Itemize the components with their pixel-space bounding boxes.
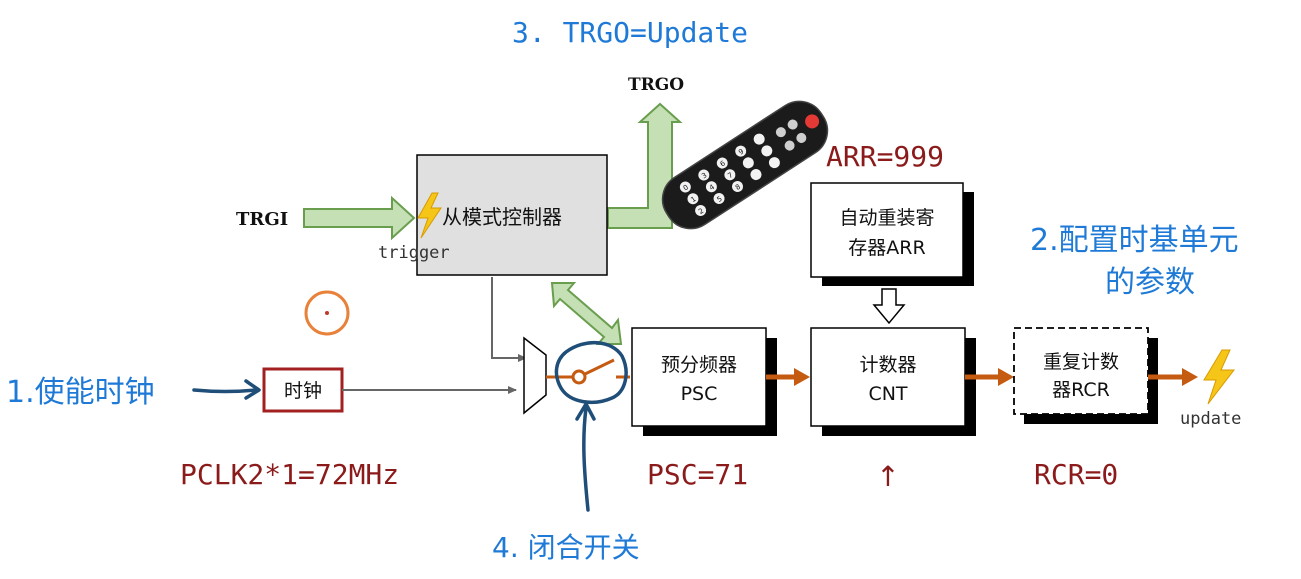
remote-button-icon bbox=[698, 169, 710, 181]
arr-box-line1: 自动重装寄 bbox=[839, 207, 934, 229]
remote-button-icon bbox=[713, 193, 725, 205]
remote-nav-button-icon bbox=[787, 119, 798, 130]
remote-nav-button-icon bbox=[784, 140, 795, 151]
lightning-icon bbox=[417, 192, 442, 239]
step4-ink-arrow bbox=[582, 406, 590, 512]
trigger-label: trigger bbox=[378, 243, 450, 263]
remote-button-icon bbox=[716, 157, 728, 169]
remote-button-label: 9 bbox=[737, 147, 745, 156]
arr-to-cnt-arrow bbox=[872, 288, 906, 325]
clock-label: 时钟 bbox=[284, 380, 322, 402]
cursor-highlight bbox=[304, 290, 350, 336]
remote-button-label: 3 bbox=[700, 171, 708, 180]
slave-mode-controller-label: 从模式控制器 bbox=[442, 205, 562, 229]
cnt-box-line2: CNT bbox=[868, 383, 907, 405]
psc-param: PSC=71 bbox=[647, 458, 748, 491]
arr-box bbox=[810, 182, 964, 278]
cnt-box bbox=[810, 327, 966, 427]
multiplexer-icon bbox=[523, 336, 547, 415]
remote-button-icon bbox=[753, 133, 765, 145]
remote-button-label: 1 bbox=[689, 195, 697, 204]
cursor-dot bbox=[325, 311, 329, 315]
trgi-arrow bbox=[303, 195, 416, 241]
remote-button-label: 5 bbox=[716, 195, 724, 204]
remote-button-label: 4 bbox=[708, 183, 717, 192]
remote-button-label: 7 bbox=[726, 171, 734, 180]
remote-button-icon bbox=[687, 193, 699, 205]
arr-param: ARR=999 bbox=[826, 140, 944, 173]
trgi-label: TRGI bbox=[236, 209, 288, 230]
arr-box-line2: 存器ARR bbox=[848, 237, 925, 259]
rcr-to-update-arrowhead bbox=[1182, 368, 1198, 386]
step1-ink-arrowhead bbox=[244, 379, 261, 400]
step4-label: 4. 闭合开关 bbox=[492, 531, 640, 564]
remote-button-icon bbox=[750, 169, 762, 181]
pclk-param: PCLK2*1=72MHz bbox=[180, 458, 399, 491]
switch-ink-loop bbox=[554, 340, 628, 405]
remote-button-icon bbox=[768, 157, 780, 169]
step3-label: 3. TRGO=Update bbox=[512, 16, 748, 49]
cnt-box-line1: 计数器 bbox=[859, 354, 916, 376]
remote-button-icon bbox=[735, 145, 747, 157]
psc-box bbox=[631, 327, 767, 427]
slave-mode-controller-box bbox=[416, 154, 608, 276]
power-button-icon bbox=[805, 114, 820, 129]
remote-button-label: 8 bbox=[734, 183, 742, 192]
step1-label: 1.使能时钟 bbox=[6, 375, 155, 410]
remote-button-icon bbox=[732, 181, 744, 193]
remote-button-label: 6 bbox=[719, 159, 728, 168]
rcr-box-line2: 器RCR bbox=[1052, 379, 1110, 401]
remote-button-label: 2 bbox=[697, 207, 705, 216]
remote-button-icon bbox=[761, 145, 773, 157]
update-label: update bbox=[1180, 409, 1241, 429]
cnt-to-rcr-arrowhead bbox=[998, 368, 1014, 386]
switch-icon bbox=[571, 358, 630, 385]
controller-switch-arrow bbox=[550, 282, 623, 345]
remote-button-icon bbox=[724, 169, 736, 181]
psc-box-line1: 预分频器 bbox=[661, 354, 737, 376]
step1-ink-arrow bbox=[192, 388, 258, 394]
clock-box bbox=[262, 367, 344, 413]
remote-nav-button-icon bbox=[775, 127, 786, 138]
remote-button-icon bbox=[742, 157, 754, 169]
remote-button-icon bbox=[695, 205, 707, 217]
rcr-box bbox=[1013, 327, 1149, 415]
cnt-marker: ↑ bbox=[876, 460, 899, 493]
psc-to-cnt-arrowhead bbox=[794, 368, 810, 386]
lightning-icon bbox=[1203, 349, 1236, 405]
remote-button-label: 0 bbox=[682, 183, 690, 192]
rcr-box-line1: 重复计数 bbox=[1043, 351, 1119, 373]
remote-nav-button-icon bbox=[796, 132, 807, 143]
rcr-param: RCR=0 bbox=[1034, 458, 1118, 491]
step4-ink-arrowhead bbox=[575, 402, 596, 421]
step2-label-line2: 的参数 bbox=[1105, 265, 1195, 300]
controller-to-mux-line bbox=[491, 277, 527, 362]
remote-button-icon bbox=[705, 181, 717, 193]
remote-button-icon bbox=[679, 181, 691, 193]
psc-box-line2: PSC bbox=[681, 383, 718, 405]
step2-label-line1: 2.配置时基单元 bbox=[1030, 223, 1239, 258]
trgo-label: TRGO bbox=[628, 75, 684, 95]
